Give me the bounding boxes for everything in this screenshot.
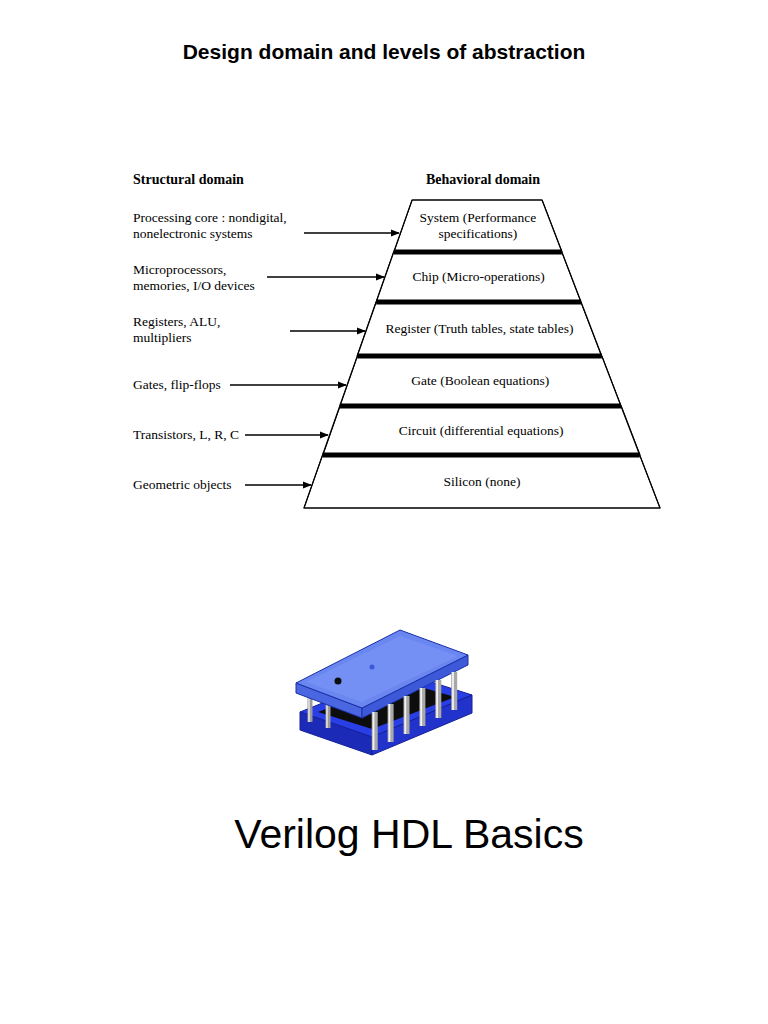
structural-item: Registers, ALU, multipliers bbox=[133, 314, 245, 346]
domain-heading: Behavioral domain bbox=[426, 172, 540, 189]
leader-arrows bbox=[230, 233, 399, 485]
register-level: Register (Truth tables, state tables) bbox=[357, 302, 601, 356]
band-shape bbox=[394, 200, 562, 252]
level-text: Register (Truth tables, state tables) bbox=[379, 321, 580, 337]
system-level: System (Performance specifications) bbox=[394, 200, 562, 252]
page-title: Design domain and levels of abstraction bbox=[0, 40, 768, 64]
slide-heading: Verilog HDL Basics bbox=[234, 812, 583, 857]
level-text: Silicon (none) bbox=[326, 474, 639, 490]
structural-item: Geometric objects bbox=[133, 477, 232, 493]
gate-level: Gate (Boolean equations) bbox=[340, 356, 621, 406]
band-shape bbox=[376, 252, 581, 302]
level-text: Chip (Micro-operations) bbox=[397, 269, 561, 285]
level-text: System (Performance specifications) bbox=[415, 210, 541, 241]
structural-item: Processing core : nondigital, nonelectro… bbox=[133, 210, 298, 242]
band-shape bbox=[323, 406, 640, 455]
silicon-level: Silicon (none) bbox=[304, 455, 660, 508]
circuit-level: Circuit (differential equations) bbox=[323, 406, 640, 455]
chip-level: Chip (Micro-operations) bbox=[376, 252, 581, 302]
structural-item: Transistors, L, R, C bbox=[133, 427, 239, 443]
band-shape bbox=[304, 455, 660, 508]
chip-illustration bbox=[296, 630, 472, 755]
structural-item: Microprocessors, memories, I/O devices bbox=[133, 262, 261, 294]
band-shape bbox=[357, 302, 601, 356]
pyramid-outline bbox=[304, 200, 660, 508]
level-text: Circuit (differential equations) bbox=[343, 423, 620, 439]
level-separators bbox=[323, 252, 640, 455]
level-text: Gate (Boolean equations) bbox=[360, 373, 600, 389]
structural-item: Gates, flip-flops bbox=[133, 377, 221, 393]
band-shape bbox=[340, 356, 621, 406]
domain-heading: Structural domain bbox=[133, 172, 244, 189]
